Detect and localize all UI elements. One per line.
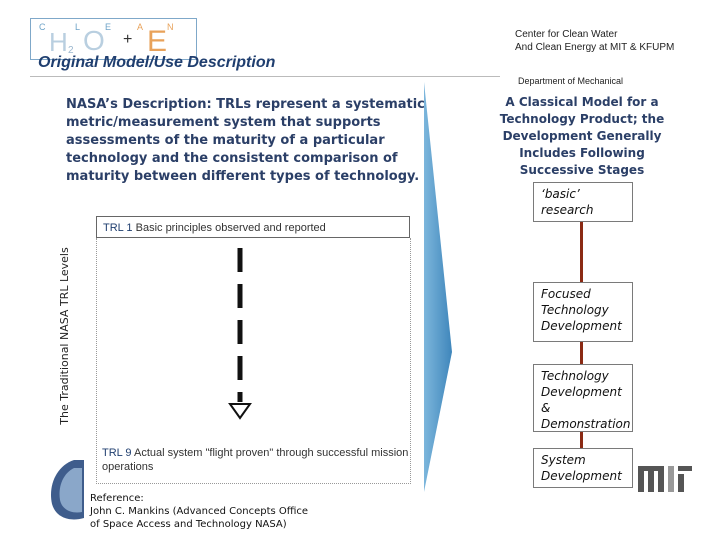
- logo-letter: L: [75, 22, 81, 32]
- reference-org: of Space Access and Technology NASA): [90, 519, 287, 530]
- logo-letter: E: [105, 22, 112, 32]
- center-name: Center for Clean Water And Clean Energy …: [515, 28, 674, 54]
- logo-o: O: [83, 25, 105, 56]
- center-name-line-1: Center for Clean Water: [515, 29, 618, 40]
- reference: Reference: John C. Mankins (Advanced Con…: [90, 492, 308, 531]
- trl-1-text: Basic principles observed and reported: [135, 222, 326, 234]
- logo-h: H: [49, 27, 68, 57]
- reference-heading: Reference:: [90, 493, 144, 504]
- logo-letter: C: [39, 22, 46, 32]
- stage-focused-technology-development: Focused Technology Development: [533, 282, 633, 342]
- logo-letter: N: [167, 22, 174, 32]
- logo-letter: A: [137, 22, 144, 32]
- logo-plus: +: [123, 31, 133, 48]
- logo-e: E: [147, 25, 168, 58]
- trl-1-number: TRL 1: [103, 222, 133, 234]
- logo-sub: 2: [68, 45, 74, 56]
- nasa-description: NASA’s Description: TRLs represent a sys…: [66, 97, 425, 184]
- stage-technology-development-demonstration: Technology Development & Demonstration: [533, 364, 633, 432]
- mit-logo-icon: [638, 466, 692, 492]
- trl-9-text: Actual system "flight proven" through su…: [102, 447, 409, 473]
- header-divider: [30, 76, 500, 77]
- trl-vertical-label: The Traditional NASA TRL Levels: [58, 247, 71, 425]
- clean-water-energy-logo: C L E A N H 2 O + E: [30, 18, 197, 60]
- nasa-seal-icon: [50, 460, 84, 520]
- transition-arrow-icon: [424, 82, 452, 492]
- trl-levels-panel: [96, 238, 411, 484]
- stage-system-development: System Development: [533, 448, 633, 488]
- center-name-line-2: And Clean Energy at MIT & KFUPM: [515, 42, 675, 53]
- department-label: Department of Mechanical: [518, 76, 624, 86]
- slide-title: Original Model/Use Description: [38, 54, 276, 71]
- trl-1-box: TRL 1 Basic principles observed and repo…: [96, 216, 410, 238]
- trl-9-box: TRL 9 Actual system "flight proven" thro…: [96, 446, 410, 474]
- classical-model-heading: A Classical Model for a Technology Produ…: [499, 95, 665, 177]
- trl-progress-arrow: [228, 248, 252, 420]
- stage-basic-research: ‘basic’ research: [533, 182, 633, 222]
- reference-author: John C. Mankins (Advanced Concepts Offic…: [90, 506, 309, 517]
- trl-9-number: TRL 9: [102, 447, 132, 459]
